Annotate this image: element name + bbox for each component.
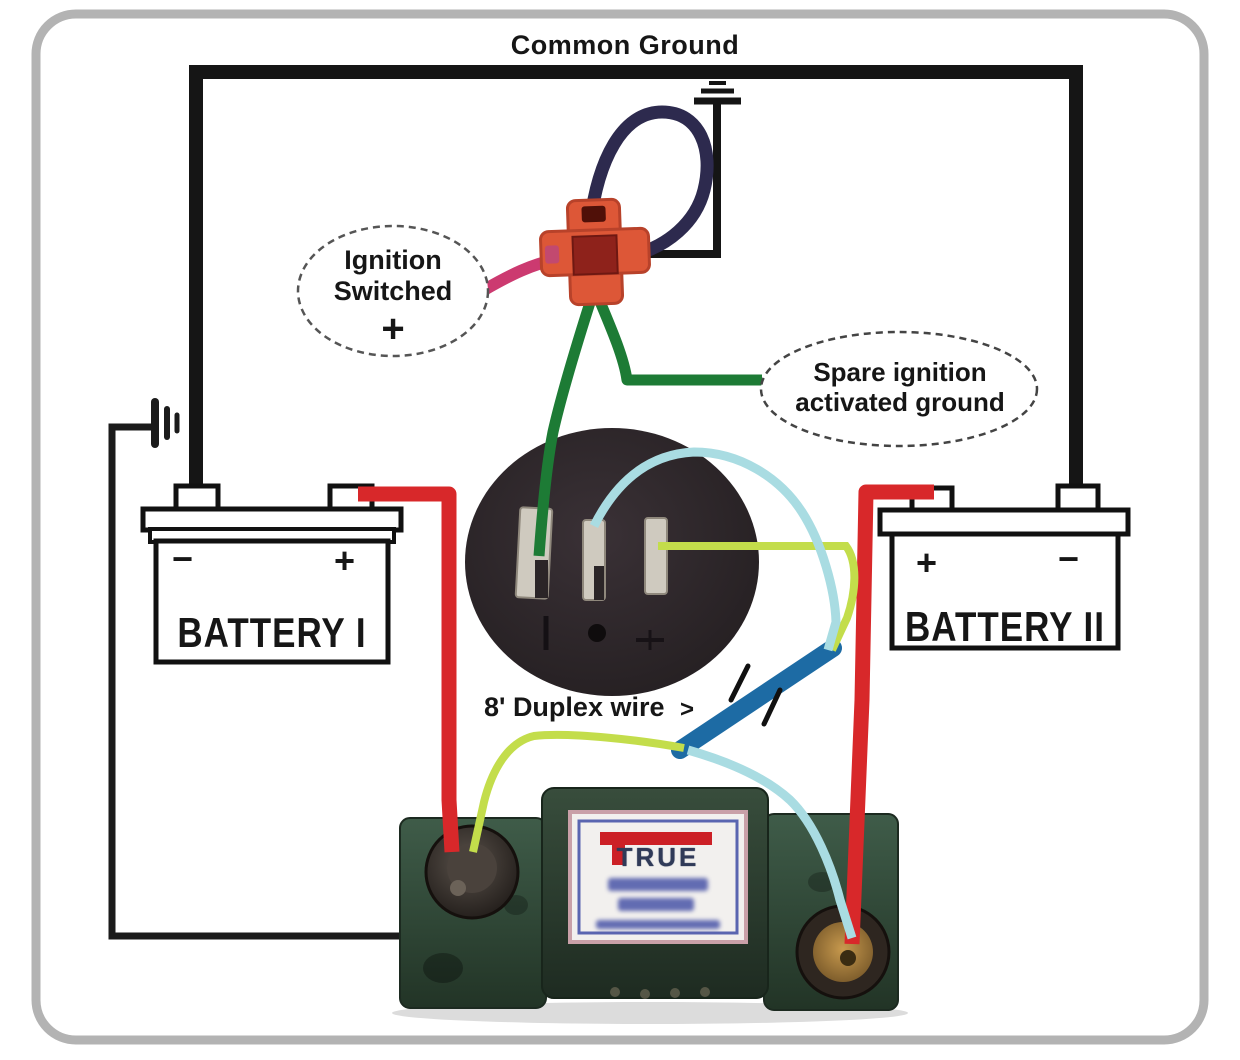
battery1-plus-sign: + [334,540,356,581]
spare-ground-callout-ellipse [759,330,1039,448]
common-ground-wire [189,65,1083,492]
green-wire-to-relay [533,288,600,557]
spare-ground-callout-text: Spare ignition activated ground [764,357,1036,418]
battery1-minus-sign: − [172,538,194,579]
duplex-wire-label: 8' Duplex wire [484,692,665,722]
ignition-callout-text: Ignition Switched [298,245,488,307]
battery2-minus-sign: − [1058,538,1080,579]
ignition-callout-ellipse [296,224,490,358]
relay-body [465,428,759,696]
yellow-green-wire-lower [469,730,685,853]
isolator-label-blur-line [618,898,694,911]
isolator-label-blur-line [596,920,720,929]
isolator-label-blur-line [608,878,708,891]
battery2-plus-sign: + [916,542,938,583]
duplex-wire-segment [671,639,842,759]
battery1-name: BATTERY I [177,610,367,657]
battery1-positive-wire [358,486,460,853]
ground-link-wire [630,102,721,258]
wire-break-marks [728,663,783,727]
spare-line1: Spare ignition [813,357,987,387]
relay-pins [514,506,668,601]
cyan-wire-lower [686,745,857,940]
page-title: Common Ground [510,30,740,60]
ground-icon [694,81,741,105]
battery2-name: BATTERY II [905,604,1105,651]
battery1-graphic [140,483,404,665]
ignition-line2: Switched [333,276,453,307]
battery2-graphic [877,483,1131,651]
isolator-ground-wire [108,423,410,940]
connector-block [539,197,651,307]
ignition-plus-symbol: + [381,307,405,351]
spare-line2: activated ground [795,386,1005,417]
yellow-green-wire-upper [658,542,859,652]
isolator-brand-text: TRUE [616,842,700,872]
battery2-positive-wire [844,484,934,945]
arrow-right-icon: > [680,696,695,723]
ground-icon [151,398,180,448]
cyan-wire-upper [589,447,841,652]
navy-loop-wire [583,105,714,263]
ignition-line1: Ignition [344,245,442,275]
